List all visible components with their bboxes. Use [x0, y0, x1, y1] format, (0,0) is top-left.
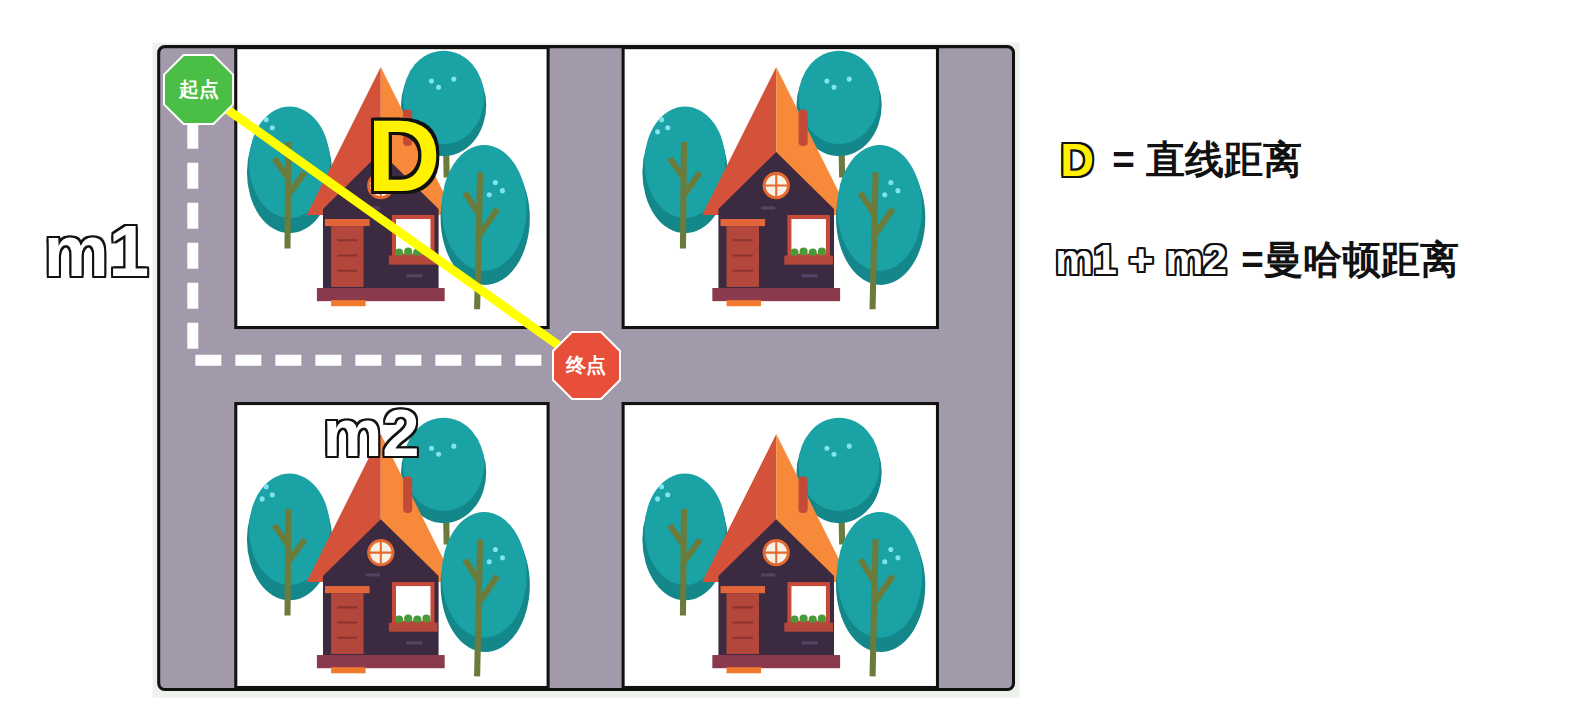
map-frame: [159, 47, 1014, 690]
distance-letter: D: [367, 101, 440, 213]
segment-label: m1: [44, 211, 150, 291]
house: [247, 51, 530, 310]
city-block: [623, 48, 937, 328]
octagon-outline: [553, 332, 620, 399]
legend-text: = 直线距离: [1112, 139, 1301, 181]
house: [642, 418, 925, 677]
city-block: [623, 404, 937, 688]
node-label: 起点: [179, 78, 219, 100]
legend-symbol: D: [1060, 135, 1094, 186]
stop-octagon: 起点: [163, 54, 234, 125]
city-block: [236, 48, 548, 328]
road-ground: [158, 46, 1015, 691]
legend-symbol: m1 + m2: [1055, 236, 1227, 283]
house: [642, 51, 925, 310]
octagon-outline: [164, 55, 233, 124]
segment-label: m2: [323, 396, 420, 470]
map-margin: [153, 43, 1020, 698]
stop-octagon: 终点: [552, 331, 621, 400]
legend-text: =曼哈顿距离: [1241, 239, 1459, 281]
node-label: 终点: [566, 354, 606, 376]
